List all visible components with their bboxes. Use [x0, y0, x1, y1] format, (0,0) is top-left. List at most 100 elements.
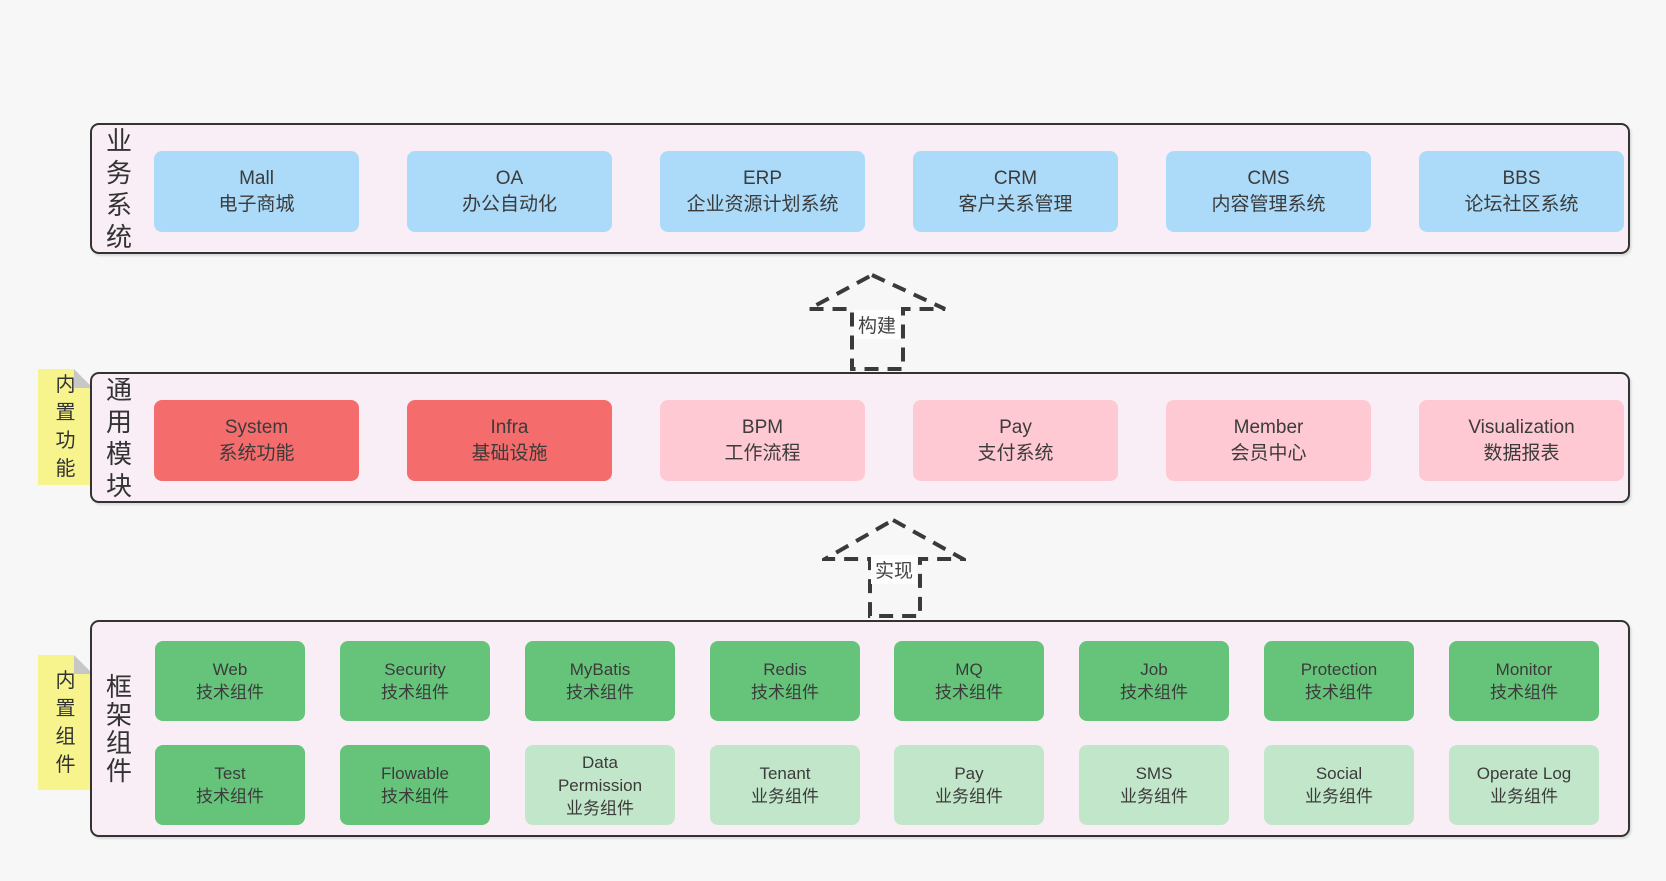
box-web-title: Web	[212, 660, 248, 679]
box-protection-title: Protection	[1300, 660, 1378, 679]
box-erp-title: ERP	[742, 167, 783, 189]
box-system-desc: 系统功能	[218, 442, 295, 464]
box-visualization-title: Visualization	[1468, 416, 1575, 438]
box-data-permission: Data Permission 业务组件	[525, 745, 675, 825]
sticky-note-built-in-components-text: 内置组件	[55, 669, 76, 776]
box-member-desc: 会员中心	[1230, 442, 1307, 464]
box-pay-module: Pay 支付系统	[913, 400, 1118, 481]
box-security-desc: 技术组件	[381, 683, 449, 702]
sticky-note-built-in-functions-text: 内置功能	[55, 374, 76, 480]
box-redis: Redis 技术组件	[710, 641, 860, 721]
box-flowable-desc: 技术组件	[381, 787, 449, 806]
box-data-permission-title: Data Permission	[557, 752, 643, 795]
box-oa: OA 办公自动化	[407, 151, 612, 232]
box-test-title: Test	[214, 764, 246, 783]
box-mq-title: MQ	[955, 660, 983, 679]
box-visualization: Visualization 数据报表	[1419, 400, 1624, 481]
box-data-permission-desc: 业务组件	[566, 798, 634, 818]
box-system: System 系统功能	[154, 400, 359, 481]
box-redis-desc: 技术组件	[751, 683, 819, 702]
arrow-build: 构建	[806, 272, 948, 372]
box-cms: CMS 内容管理系统	[1166, 151, 1371, 232]
box-pay-module-desc: 支付系统	[977, 442, 1054, 464]
block-arrow-up-icon	[822, 517, 966, 618]
box-tenant: Tenant 业务组件	[710, 745, 860, 825]
band-framework-components: 框架组件 Web 技术组件 Security 技术组件 MyBatis 技术组件…	[90, 620, 1630, 837]
box-bbs: BBS 论坛社区系统	[1419, 151, 1624, 232]
box-operate-log-title: Operate Log	[1476, 764, 1572, 783]
box-bpm-desc: 工作流程	[724, 442, 801, 464]
box-mybatis-title: MyBatis	[569, 660, 631, 679]
box-social-desc: 业务组件	[1305, 787, 1373, 806]
arrow-implement: 实现	[822, 517, 966, 619]
box-social-title: Social	[1315, 764, 1363, 783]
box-oa-desc: 办公自动化	[461, 193, 557, 215]
box-bbs-desc: 论坛社区系统	[1464, 193, 1579, 215]
box-member-title: Member	[1233, 416, 1304, 438]
box-mall-desc: 电子商城	[218, 193, 295, 215]
box-crm: CRM 客户关系管理	[913, 151, 1118, 232]
band-business-systems: 业务系统 Mall 电子商城 OA 办公自动化 ERP 企业资源计划系统 CRM…	[90, 123, 1630, 254]
band-common-modules: 通用模块 System 系统功能 Infra 基础设施 BPM 工作流程 Pay…	[90, 372, 1630, 503]
band-modules-label: 通用模块	[105, 374, 132, 501]
box-test: Test 技术组件	[155, 745, 305, 825]
box-erp-desc: 企业资源计划系统	[686, 193, 839, 215]
box-crm-desc: 客户关系管理	[958, 193, 1073, 215]
box-tenant-desc: 业务组件	[751, 787, 819, 806]
box-redis-title: Redis	[763, 660, 807, 679]
box-mybatis: MyBatis 技术组件	[525, 641, 675, 721]
box-monitor: Monitor 技术组件	[1449, 641, 1599, 721]
box-visualization-desc: 数据报表	[1483, 442, 1560, 464]
box-system-title: System	[224, 416, 289, 438]
box-bpm-title: BPM	[741, 416, 784, 438]
box-mybatis-desc: 技术组件	[566, 683, 634, 702]
band-business-label: 业务系统	[105, 125, 132, 252]
box-job-desc: 技术组件	[1120, 683, 1188, 702]
box-test-desc: 技术组件	[196, 787, 264, 806]
box-sms: SMS 业务组件	[1079, 745, 1229, 825]
box-monitor-title: Monitor	[1495, 660, 1553, 679]
box-flowable: Flowable 技术组件	[340, 745, 490, 825]
arrow-implement-label: 实现	[870, 555, 918, 584]
box-mall-title: Mall	[239, 167, 274, 189]
sticky-note-built-in-functions: 内置功能	[38, 369, 93, 485]
box-bbs-title: BBS	[1502, 167, 1541, 189]
box-erp: ERP 企业资源计划系统	[660, 151, 865, 232]
box-cms-desc: 内容管理系统	[1211, 193, 1326, 215]
box-pay-component-title: Pay	[954, 764, 984, 783]
box-sms-desc: 业务组件	[1120, 787, 1188, 806]
box-job-title: Job	[1140, 660, 1168, 679]
sticky-note-built-in-components: 内置组件	[38, 655, 93, 790]
box-security-title: Security	[384, 660, 446, 679]
arrow-build-label: 构建	[853, 310, 901, 339]
box-social: Social 业务组件	[1264, 745, 1414, 825]
box-monitor-desc: 技术组件	[1490, 683, 1558, 702]
box-job: Job 技术组件	[1079, 641, 1229, 721]
block-arrow-up-icon	[808, 272, 946, 371]
box-mall: Mall 电子商城	[154, 151, 359, 232]
box-infra: Infra 基础设施	[407, 400, 612, 481]
box-infra-desc: 基础设施	[471, 442, 548, 464]
box-web: Web 技术组件	[155, 641, 305, 721]
box-pay-component: Pay 业务组件	[894, 745, 1044, 825]
box-security: Security 技术组件	[340, 641, 490, 721]
box-protection-desc: 技术组件	[1305, 683, 1373, 702]
box-infra-title: Infra	[490, 416, 529, 438]
box-pay-component-desc: 业务组件	[935, 787, 1003, 806]
box-cms-title: CMS	[1247, 167, 1290, 189]
band-framework-label: 框架组件	[105, 671, 132, 786]
box-tenant-title: Tenant	[759, 764, 811, 783]
box-oa-title: OA	[495, 167, 524, 189]
box-crm-title: CRM	[993, 167, 1038, 189]
box-operate-log: Operate Log 业务组件	[1449, 745, 1599, 825]
box-pay-module-title: Pay	[999, 416, 1032, 438]
box-flowable-title: Flowable	[380, 764, 450, 783]
box-web-desc: 技术组件	[196, 683, 264, 702]
box-mq-desc: 技术组件	[935, 683, 1003, 702]
box-bpm: BPM 工作流程	[660, 400, 865, 481]
box-sms-title: SMS	[1135, 764, 1173, 783]
box-mq: MQ 技术组件	[894, 641, 1044, 721]
box-protection: Protection 技术组件	[1264, 641, 1414, 721]
box-operate-log-desc: 业务组件	[1490, 787, 1558, 806]
box-member: Member 会员中心	[1166, 400, 1371, 481]
